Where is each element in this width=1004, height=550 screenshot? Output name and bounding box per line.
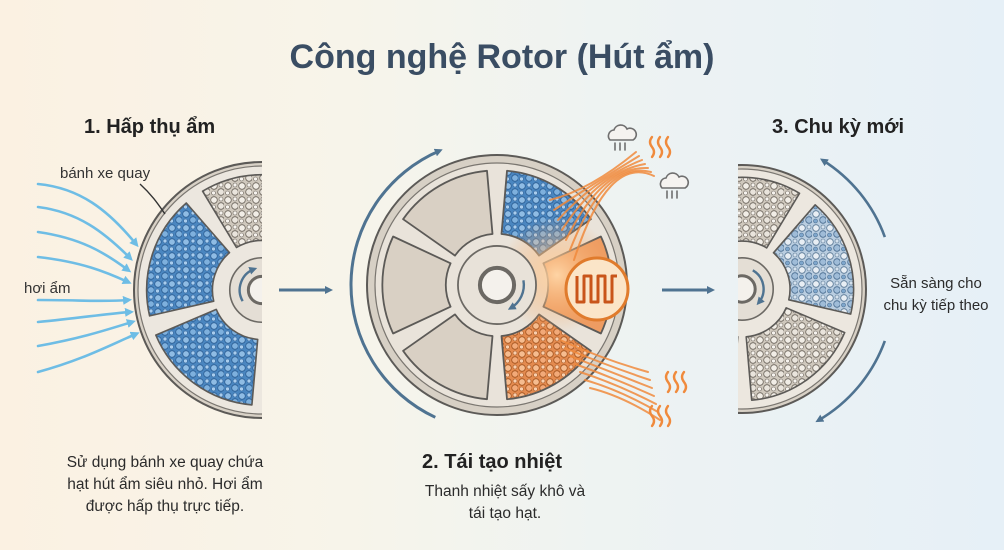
step-3-desc-line: Sẵn sàng cho [890, 275, 982, 292]
rotation-arrow-icon [752, 269, 765, 306]
rotor-segment [402, 313, 494, 401]
step-1-heading: 1. Hấp thụ ẩm [84, 116, 216, 138]
heat-line [569, 169, 652, 251]
heat-wave-icon [664, 404, 672, 428]
step-1-desc-line: Sử dụng bánh xe quay chứa [66, 454, 264, 471]
heat-line [584, 379, 659, 413]
heat-wave-icon [656, 404, 664, 428]
step-1-description: Sử dụng bánh xe quay chứa hạt hút ẩm siê… [30, 452, 300, 518]
rotation-arrow-icon [815, 340, 887, 423]
rotation-arrow-icon [238, 266, 258, 302]
wheel-label-pointer [139, 183, 166, 215]
heat-wave-icon [656, 135, 664, 159]
rotor-segment [402, 169, 494, 257]
wheel-axle [246, 274, 262, 306]
step-3-desc-line: chu kỳ tiếp theo [883, 297, 989, 314]
air-flow-icon [36, 230, 132, 273]
heat-line [561, 163, 646, 231]
rotation-arrow-icon [820, 158, 887, 238]
air-flow-icon [36, 307, 134, 324]
rotor-segment [201, 173, 262, 249]
step-2-description: Thanh nhiệt sấy khô và tái tạo hạt. [370, 481, 640, 525]
air-flow-icon [36, 331, 140, 374]
heat-line [579, 371, 657, 405]
rotor-segment [738, 176, 801, 249]
air-flow-icon [36, 205, 133, 261]
step-3-heading: 3. Chu kỳ mới [772, 116, 905, 138]
heat-wave-icon [664, 370, 672, 394]
heat-line [557, 159, 643, 221]
rotor-segment [772, 204, 855, 315]
rotor-segment [155, 308, 259, 406]
heat-line [589, 387, 661, 421]
heat-line [549, 151, 637, 201]
air-flow-icon [36, 182, 139, 248]
rotor-segment [266, 309, 368, 405]
step-3-description: Sẵn sàng cho chu kỳ tiếp theo [866, 273, 1004, 317]
air-flow-icon [36, 255, 132, 285]
heat-wave-icon [648, 135, 656, 159]
steam-cloud-icon [659, 172, 690, 189]
step-1-desc-line: được hấp thụ trực tiếp. [85, 498, 245, 515]
wheel-axle [738, 274, 757, 304]
air-flow-icon [36, 319, 136, 348]
heat-line [559, 339, 649, 373]
wheel-axle [477, 265, 517, 305]
rotation-arrow-icon [507, 280, 526, 310]
heating-coil-icon [575, 274, 617, 304]
heat-line [574, 363, 655, 397]
rotation-arrow-icon [349, 148, 443, 419]
rotor-segment [745, 307, 846, 401]
rotor-segment [145, 202, 231, 317]
heat-wave-icon [648, 404, 656, 428]
steam-cloud-icon [607, 124, 638, 141]
step-1-desc-line: hạt hút ẩm siêu nhỏ. Hơi ẩm [67, 476, 263, 493]
heat-line [573, 171, 655, 261]
heat-line [564, 347, 651, 381]
heat-line [565, 166, 649, 241]
page-title: Công nghệ Rotor (Hút ẩm) [289, 38, 715, 76]
wheel-label: bánh xe quay [60, 165, 151, 182]
rotor-segment [630, 205, 710, 314]
air-flow-icon [36, 295, 132, 305]
step-2-desc-line: Thanh nhiệt sấy khô và [424, 483, 586, 500]
step-2-desc-line: tái tạo hạt. [468, 505, 542, 522]
step-2-heading: 2. Tái tạo nhiệt [422, 451, 563, 473]
rotor-segment [738, 336, 739, 344]
heat-line [553, 155, 640, 211]
heat-wave-icon [680, 370, 688, 394]
rotor-segment [381, 235, 452, 335]
heat-wave-icon [672, 370, 680, 394]
moisture-label: hơi ẩm [24, 280, 71, 297]
heat-line [569, 355, 653, 389]
heat-wave-icon [664, 135, 672, 159]
